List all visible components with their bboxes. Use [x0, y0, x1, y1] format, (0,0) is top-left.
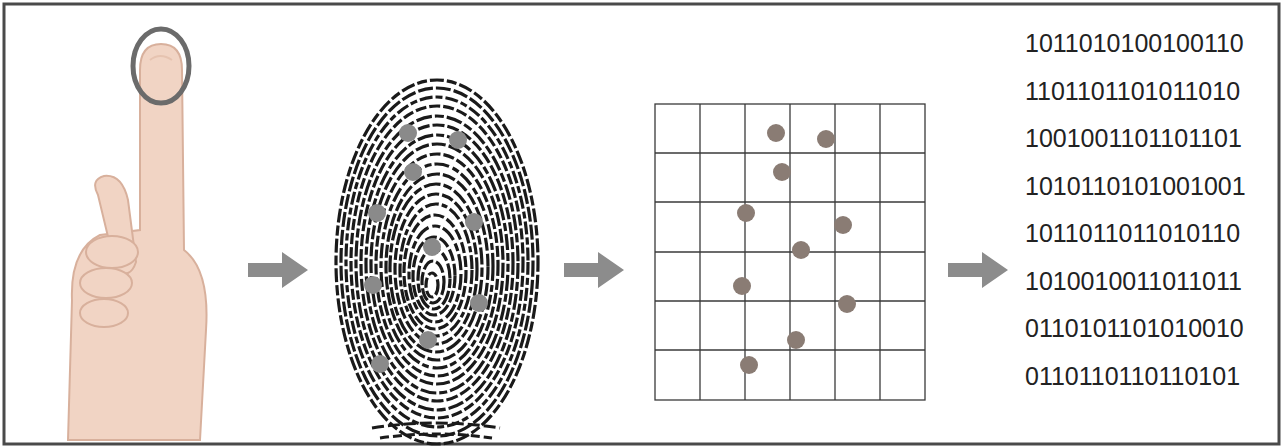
binary-line: 1101101101011010: [1025, 76, 1240, 106]
binary-line: 0110101101010010: [1025, 313, 1244, 343]
binary-line: 1001001101101101: [1025, 123, 1242, 153]
grid: [655, 104, 925, 400]
fingertip-circle: [133, 29, 189, 103]
hand-illustration: [68, 44, 207, 440]
binary-line: 1010010011011011: [1025, 266, 1242, 296]
binary-line: 1010110101001001: [1025, 171, 1246, 201]
fingerprint-base: [372, 423, 500, 438]
fingerprint: [336, 80, 538, 444]
grid-dots: [733, 124, 856, 374]
binary-line: 1011010100100110: [1025, 28, 1244, 58]
frame: [4, 4, 1279, 444]
minutiae-dots: [364, 124, 488, 373]
binary-line: 0110110110110101: [1025, 361, 1240, 391]
binary-line: 1011011011010110: [1025, 218, 1240, 248]
